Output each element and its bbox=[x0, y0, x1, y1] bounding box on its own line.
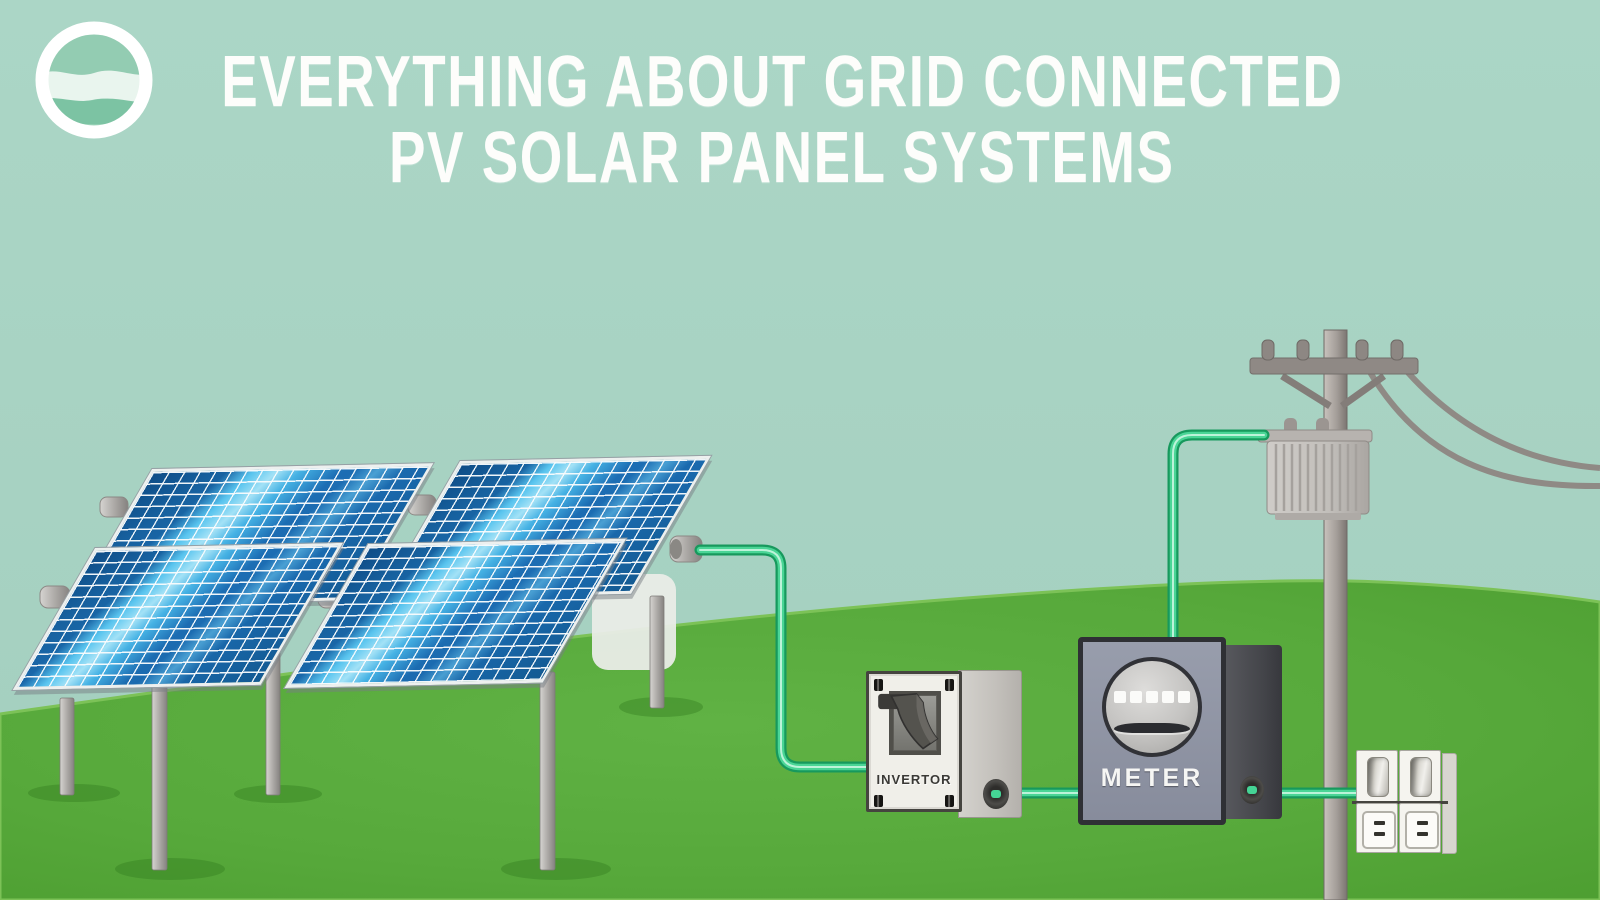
switchboard-divider bbox=[1352, 801, 1448, 804]
wire-transformer-to-meter bbox=[1167, 429, 1270, 656]
screw-icon bbox=[945, 679, 954, 691]
socket-slot bbox=[1416, 832, 1428, 836]
title-line-1: EVERYTHING ABOUT GRID CONNECTED bbox=[220, 42, 1344, 122]
switchboard bbox=[1352, 750, 1460, 856]
meter-digit bbox=[1114, 691, 1126, 703]
socket-slot bbox=[1373, 832, 1385, 836]
crossarm bbox=[1249, 357, 1419, 375]
meter-digit bbox=[1162, 691, 1174, 703]
wire-pin bbox=[991, 790, 1001, 798]
inverter-output-port bbox=[983, 779, 1009, 809]
meter-slot bbox=[1114, 723, 1190, 733]
panel-legs bbox=[59, 595, 665, 871]
socket-slot bbox=[1416, 821, 1428, 825]
meter-output-port bbox=[1240, 776, 1264, 804]
socket-slot bbox=[1373, 821, 1385, 825]
electric-meter: METER bbox=[1078, 637, 1226, 825]
socket-icon bbox=[1405, 811, 1439, 849]
meter-digit bbox=[1130, 691, 1142, 703]
meter-digit bbox=[1178, 691, 1190, 703]
screw-icon bbox=[874, 795, 883, 807]
utility-pole bbox=[1249, 329, 1600, 900]
inverter: INVERTOR bbox=[866, 671, 962, 812]
wave-logo bbox=[35, 21, 153, 139]
power-socket bbox=[1356, 803, 1398, 853]
transformer bbox=[1257, 418, 1373, 520]
power-line bbox=[1360, 358, 1600, 490]
rocker-switch-icon bbox=[1367, 757, 1389, 797]
title-line-2: PV SOLAR PANEL SYSTEMS bbox=[389, 118, 1175, 198]
panel-junction-box bbox=[669, 535, 703, 563]
insulators bbox=[1261, 339, 1404, 361]
meter-dial-face bbox=[1102, 657, 1202, 757]
pole-brace bbox=[1280, 373, 1332, 409]
rocker-switch-icon bbox=[1410, 757, 1432, 797]
screw-icon bbox=[874, 679, 883, 691]
power-socket bbox=[1399, 803, 1441, 853]
page-title: EVERYTHING ABOUT GRID CONNECTED PV SOLAR… bbox=[0, 44, 1564, 196]
inverter-label: INVERTOR bbox=[876, 772, 952, 787]
meter-digit-display bbox=[1106, 691, 1198, 703]
meter-digit bbox=[1146, 691, 1158, 703]
wire-pin bbox=[1247, 786, 1257, 794]
meter-label: METER bbox=[1100, 764, 1204, 792]
pole-brace bbox=[1339, 373, 1387, 409]
socket-icon bbox=[1362, 811, 1396, 849]
wall-switch bbox=[1399, 750, 1441, 802]
wire-panels-to-inverter bbox=[694, 544, 880, 773]
power-line bbox=[1394, 358, 1600, 471]
screw-icon bbox=[945, 795, 954, 807]
breaker-handle-icon bbox=[878, 692, 939, 750]
wall-switch bbox=[1356, 750, 1398, 802]
